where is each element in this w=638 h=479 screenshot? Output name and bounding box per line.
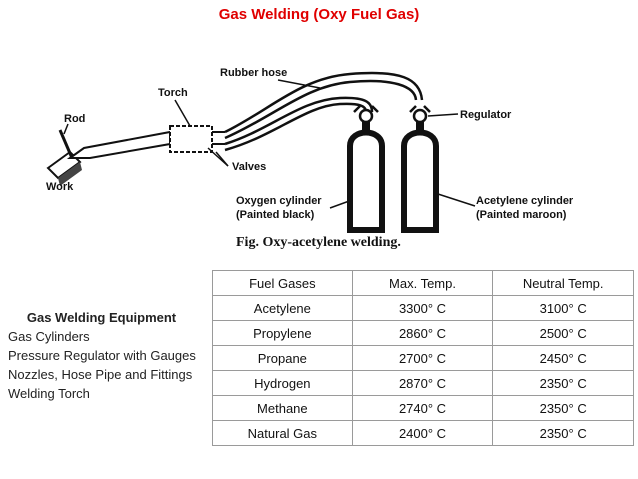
- cell-fuel: Propane: [212, 345, 353, 371]
- cell-fuel: Natural Gas: [212, 420, 353, 446]
- rubber-hoses: [224, 71, 424, 152]
- equipment-item: Gas Cylinders: [8, 329, 90, 344]
- table-row: Acetylene 3300° C 3100° C: [212, 295, 634, 321]
- acetylene-cylinder: [401, 105, 439, 233]
- equipment-item: Nozzles, Hose Pipe and Fittings: [8, 367, 193, 382]
- regulator-label: Regulator: [460, 109, 512, 121]
- torch: [66, 125, 225, 159]
- equipment-list: Gas Welding Equipment Gas Cylinders Pres…: [8, 308, 213, 403]
- acetylene-note-label: (Painted maroon): [476, 209, 567, 221]
- cell-neutral-temp: 2450° C: [492, 345, 634, 371]
- equipment-heading: Gas Welding Equipment: [26, 310, 177, 325]
- leader-lines: [63, 79, 476, 209]
- cell-max-temp: 2870° C: [351, 370, 494, 396]
- header-max-temp: Max. Temp.: [351, 270, 494, 296]
- rod-label: Rod: [64, 113, 85, 125]
- table-row: Natural Gas 2400° C 2350° C: [212, 420, 634, 446]
- cell-neutral-temp: 2350° C: [492, 370, 634, 396]
- table-row: Propane 2700° C 2450° C: [212, 345, 634, 371]
- cell-max-temp: 2700° C: [351, 345, 494, 371]
- oxygen-cylinder: [347, 105, 385, 233]
- work-label: Work: [46, 181, 74, 193]
- cell-fuel: Methane: [212, 395, 353, 421]
- cell-max-temp: 2860° C: [351, 320, 494, 346]
- cell-neutral-temp: 2350° C: [492, 420, 634, 446]
- cell-max-temp: 2740° C: [351, 395, 494, 421]
- table-header-row: Fuel Gases Max. Temp. Neutral Temp.: [212, 270, 634, 296]
- table-row: Hydrogen 2870° C 2350° C: [212, 370, 634, 396]
- valves-label: Valves: [232, 161, 266, 173]
- equipment-item: Welding Torch: [8, 386, 90, 401]
- cell-fuel: Hydrogen: [212, 370, 353, 396]
- oxygen-cylinder-label: Oxygen cylinder: [236, 195, 322, 207]
- cell-neutral-temp: 2500° C: [492, 320, 634, 346]
- cell-max-temp: 2400° C: [351, 420, 494, 446]
- cell-neutral-temp: 3100° C: [492, 295, 634, 321]
- page-title: Gas Welding (Oxy Fuel Gas): [218, 6, 420, 23]
- header-fuel-gases: Fuel Gases: [212, 270, 353, 296]
- cell-fuel: Propylene: [212, 320, 353, 346]
- oxygen-note-label: (Painted black): [236, 209, 315, 221]
- filler-rod: [58, 129, 74, 159]
- equipment-item: Pressure Regulator with Gauges: [8, 348, 196, 363]
- figure-caption: Fig. Oxy-acetylene welding.: [236, 235, 401, 250]
- cell-neutral-temp: 2350° C: [492, 395, 634, 421]
- fuel-gas-table: Fuel Gases Max. Temp. Neutral Temp. Acet…: [212, 270, 634, 446]
- cell-fuel: Acetylene: [212, 295, 353, 321]
- torch-label: Torch: [158, 87, 188, 99]
- header-neutral-temp: Neutral Temp.: [492, 270, 634, 296]
- table-row: Propylene 2860° C 2500° C: [212, 320, 634, 346]
- acetylene-cylinder-label: Acetylene cylinder: [476, 195, 574, 207]
- cell-max-temp: 3300° C: [351, 295, 494, 321]
- rubber-hose-label: Rubber hose: [220, 67, 287, 79]
- oxy-acetylene-diagram: Rubber hose Torch Rod Regulator Valves W…: [46, 67, 574, 250]
- table-row: Methane 2740° C 2350° C: [212, 395, 634, 421]
